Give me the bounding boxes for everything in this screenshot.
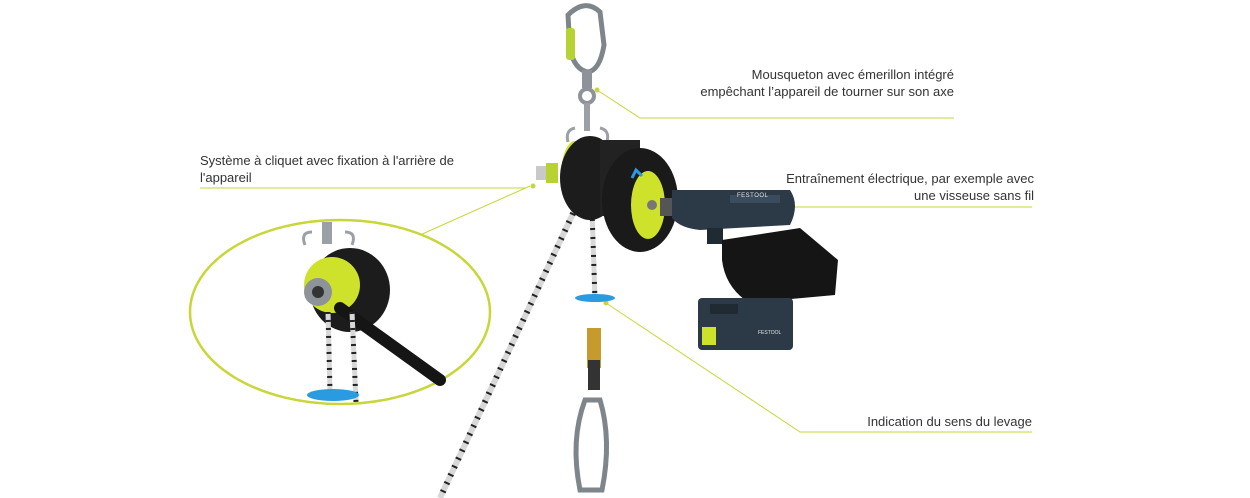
carabiner [565,3,610,143]
leader-ratchet-diag [419,185,531,236]
callout-ratchet: Système à cliquet avec fixation à l'arri… [200,153,454,185]
drill-brand-label: FESTOOL [737,193,769,199]
callout-carabiner: Mousqueton avec émerillon intégré empêch… [700,67,954,99]
cordless-drill [660,190,838,350]
inset-detail [188,218,492,406]
battery-brand-label: FESTOOL [758,330,782,336]
leader-dot-carabiner [594,87,600,93]
callout-direction: Indication du sens du levage [867,414,1032,429]
leader-direction [605,302,1032,433]
winch-device [536,136,678,252]
leader-dot-direction [603,300,609,306]
rope-left [437,203,580,498]
leader-dot-ratchet [530,183,536,189]
rope-center [589,209,598,301]
leader-carabiner [596,89,954,119]
direction-marker [573,294,615,493]
callout-drive: Entraînement électrique, par exemple ave… [786,171,1034,203]
